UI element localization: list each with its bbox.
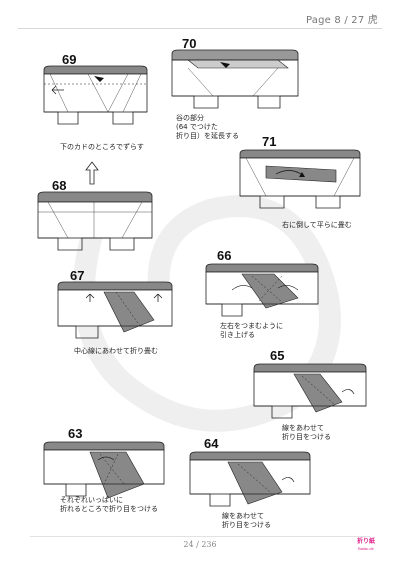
step-diagram-71 (239, 149, 361, 209)
step-caption-65: 線をあわせて 折り目をつける (282, 424, 331, 441)
page-header: Page 8 / 27 虎 (306, 15, 378, 26)
step-diagram-67 (57, 281, 173, 339)
step-caption-67: 中心線にあわせて折り畳む (74, 347, 158, 355)
step-number-69: 69 (62, 52, 77, 67)
step-number-65: 65 (270, 348, 285, 363)
step-caption-64: 線をあわせて 折り目をつける (222, 512, 271, 529)
step-diagram-66 (205, 263, 319, 317)
step-diagram-68 (37, 191, 153, 251)
step-caption-63: それぞれいっぱいに 折れるところで折り目をつける (60, 496, 158, 513)
header-divider (18, 28, 382, 29)
up-arrow-icon (85, 161, 99, 185)
brand-line1: 折り紙 (356, 539, 375, 545)
step-diagram-70 (171, 49, 299, 109)
step-number-63: 63 (68, 426, 83, 441)
background-watermark (73, 195, 341, 432)
step-number-64: 64 (204, 436, 219, 451)
step-diagram-64 (189, 451, 311, 507)
step-number-67: 67 (70, 268, 85, 283)
step-caption-70: 谷の部分 (64 でつけた 折り目）を延長する (176, 114, 239, 140)
footer-divider (30, 536, 370, 537)
step-diagram-69 (43, 65, 148, 125)
brand-logo: 折り紙 Baidu.de (350, 539, 382, 551)
step-caption-66: 左右をつまむように 引き上げる (220, 322, 283, 339)
step-diagram-65 (253, 363, 367, 419)
step-number-66: 66 (217, 248, 232, 263)
page-number: 24 / 236 (183, 540, 217, 549)
step-number-71: 71 (262, 134, 277, 149)
step-number-70: 70 (182, 36, 197, 51)
step-caption-71: 右に倒して平らに畳む (282, 221, 352, 229)
brand-line2: Baidu.de (358, 546, 374, 551)
step-caption-69: 下のカドのところでずらす (60, 143, 144, 151)
step-number-68: 68 (52, 178, 67, 193)
step-diagram-63 (43, 441, 165, 499)
